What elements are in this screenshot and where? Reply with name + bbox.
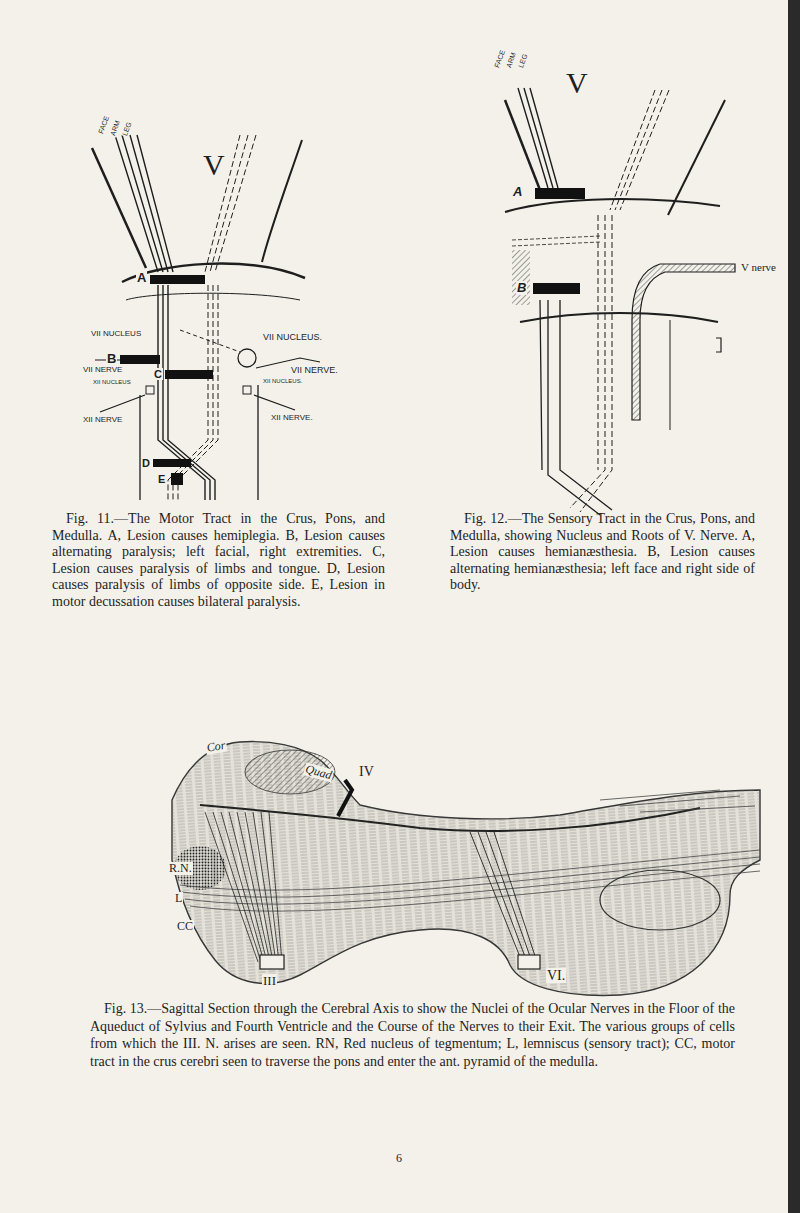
pons-nucleus	[600, 870, 720, 930]
part-label: CC	[176, 920, 194, 933]
lesion-letter: B	[106, 352, 117, 366]
hypoglossal-root	[254, 385, 295, 500]
nerve-stump	[260, 955, 284, 969]
abducens-fibres	[470, 832, 537, 962]
part-label: Cor	[205, 739, 228, 756]
figure-caption: Fig. 12.—The Sensory Tract in the Crus, …	[450, 511, 755, 594]
nerve-stump	[518, 955, 540, 969]
lesion-bar	[150, 275, 205, 284]
nerve-label: VI.	[546, 968, 566, 983]
nerve-label: IV	[358, 764, 375, 779]
pons-border	[520, 313, 718, 322]
lesion-bar	[171, 473, 183, 485]
sensory-fibres	[540, 300, 612, 515]
lesion-bar	[153, 459, 191, 467]
lesion-marks	[533, 188, 585, 294]
part-label: Quad	[303, 762, 334, 782]
part-label: VII NERVE	[82, 366, 123, 375]
page-number: 6	[396, 1152, 402, 1165]
part-label: XII NERVE	[82, 416, 123, 425]
aqueduct-floor	[200, 805, 700, 831]
figure-caption: Fig. 13.—Sagittal Section through the Ce…	[90, 1000, 735, 1070]
pons-border	[505, 199, 720, 212]
part-label: XII NUCLEUS.	[262, 378, 303, 385]
lesion-bar	[165, 370, 213, 379]
figure-caption: Fig. 11.—The Motor Tract in the Crus, Po…	[52, 511, 385, 610]
lesion-marks	[120, 275, 213, 485]
sensory-fibres-dashed	[570, 215, 612, 512]
lesion-letter: A	[136, 271, 147, 285]
sensory-tract-figure	[505, 88, 735, 515]
motor-tract-figure	[92, 135, 320, 500]
region-label: LEG	[121, 120, 134, 138]
trigeminal-root	[632, 264, 735, 420]
part-label: R.N.	[168, 862, 193, 875]
fibre-lines	[670, 320, 671, 430]
fibre-to-nucleus	[180, 330, 240, 352]
page-edge	[788, 0, 800, 1213]
pons-border	[122, 264, 305, 282]
nerve-label: V nerve	[740, 261, 777, 273]
sensory-fibres	[518, 88, 558, 188]
lesion-bar	[533, 283, 580, 294]
part-label: VII NUCLEUS	[90, 330, 142, 339]
oculomotor-fibres	[205, 812, 282, 962]
quadrigeminal-body	[245, 750, 335, 794]
trochlear-nerve	[338, 780, 352, 816]
sensory-fibres-dashed	[610, 90, 669, 210]
nerve-label: V	[203, 148, 225, 181]
lesion-letter: A	[512, 185, 523, 199]
lesion-letter: E	[157, 473, 166, 485]
part-label: XII NERVE.	[270, 414, 314, 423]
motor-fibres	[158, 285, 215, 500]
lesion-letter: C	[153, 368, 163, 380]
hypoglossal-root	[100, 395, 145, 500]
lesion-bar	[535, 188, 585, 199]
hypoglossal-nucleus	[146, 386, 154, 394]
part-label: XII NUCLEUS	[92, 379, 132, 386]
motor-fibres	[115, 135, 173, 272]
sagittal-section-figure	[172, 742, 760, 996]
lesion-bar	[120, 355, 160, 364]
hypoglossal-nucleus	[243, 386, 251, 394]
crus-outline	[262, 140, 302, 262]
region-label: LEG	[517, 52, 530, 70]
motor-fibres-dashed	[168, 285, 218, 500]
brainstem-shading	[172, 742, 760, 996]
fibre-lines	[512, 236, 600, 246]
part-label: L	[174, 892, 183, 905]
lesion-letter: D	[141, 457, 151, 469]
part-label: VII NERVE.	[290, 366, 339, 376]
brainstem-outline	[172, 742, 760, 996]
pons-line	[126, 293, 300, 300]
lesion-letter: B	[516, 281, 527, 295]
hatched-tract	[512, 250, 530, 305]
crus-outline	[668, 100, 725, 215]
part-label: VII NUCLEUS.	[262, 333, 323, 343]
facial-nucleus	[238, 349, 256, 367]
fibre-lines	[600, 790, 755, 812]
nerve-label: V	[566, 66, 588, 99]
bracket	[716, 338, 721, 352]
nerve-label: III	[262, 974, 277, 988]
